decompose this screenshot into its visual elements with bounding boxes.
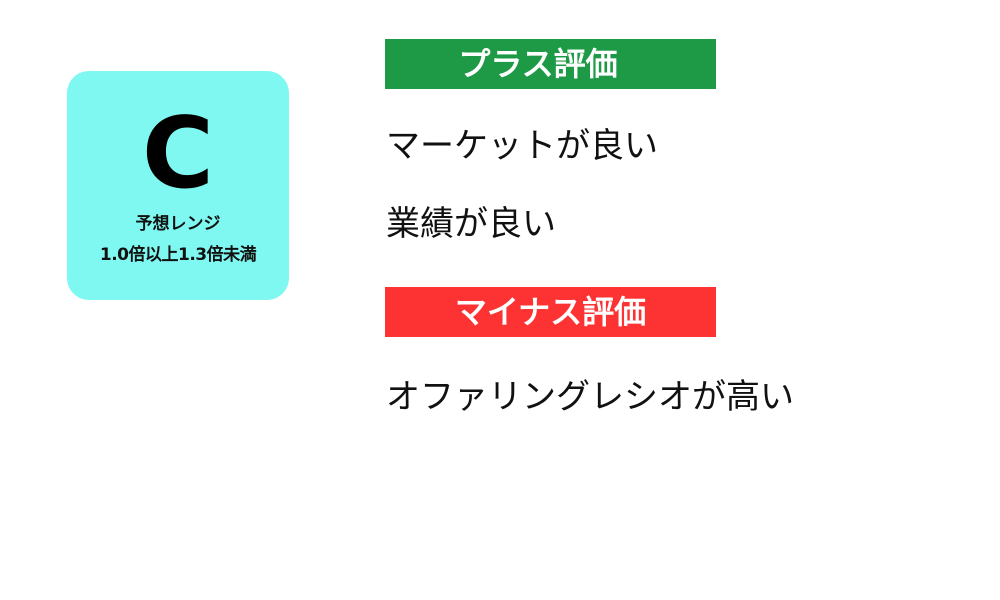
plus-evaluation-title: プラス評価 [458, 45, 618, 83]
rank-range: 1.0倍以上1.3倍未満 [99, 245, 257, 265]
rank-card: C 予想レンジ 1.0倍以上1.3倍未満 [67, 71, 289, 300]
rank-label: 予想レンジ [135, 214, 221, 234]
minus-evaluation-title: マイナス評価 [454, 293, 647, 331]
minus-evaluation-header: マイナス評価 [385, 287, 716, 337]
plus-evaluation-header: プラス評価 [385, 39, 716, 89]
rank-grade: C [142, 97, 214, 211]
plus-item: マーケットが良い [386, 126, 658, 166]
minus-item: オファリングレシオが高い [386, 377, 794, 417]
plus-item: 業績が良い [386, 204, 556, 244]
